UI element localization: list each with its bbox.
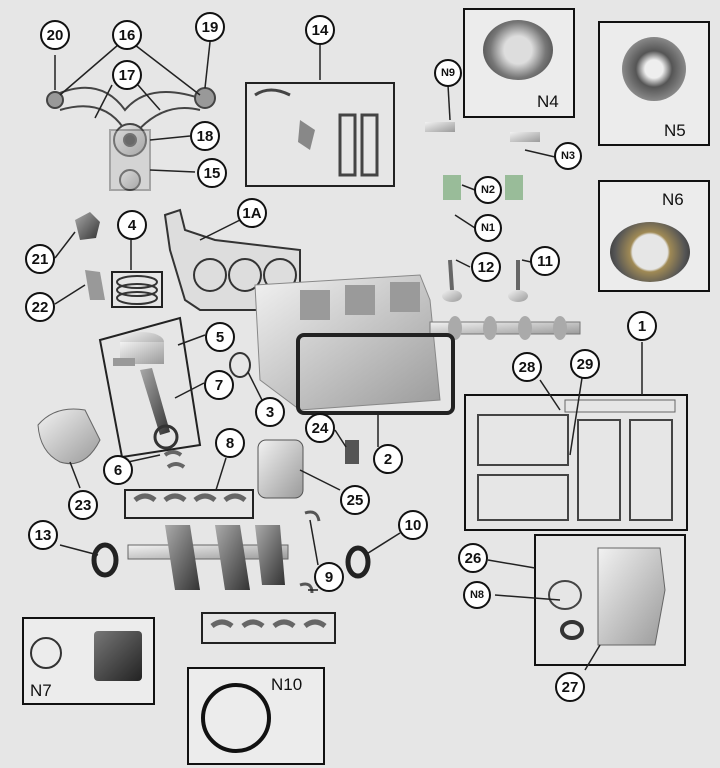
harmonic-balancer (622, 37, 686, 101)
callout-6: 6 (103, 455, 133, 485)
camshaft (429, 316, 581, 340)
panel-n7-label: N7 (30, 681, 52, 700)
callout-7: 7 (204, 370, 234, 400)
rear-main-seal (91, 542, 119, 578)
callout-n2: N2 (474, 176, 502, 204)
oil-pump (37, 408, 101, 465)
sensor (345, 440, 359, 464)
callout-1: 1 (627, 311, 657, 341)
callout-26: 26 (458, 543, 488, 573)
callout-29: 29 (570, 349, 600, 379)
thrust-washer (304, 510, 321, 522)
gasket-ring (30, 637, 62, 669)
callout-9: 9 (314, 562, 344, 592)
callout-15: 15 (197, 158, 227, 188)
oil-filter (257, 439, 304, 499)
panel-n6: N6 (598, 180, 710, 292)
bracket-part (85, 270, 105, 300)
lower-bearings (201, 612, 336, 644)
callout-10: 10 (398, 510, 428, 540)
callout-3: 3 (255, 397, 285, 427)
callout-22: 22 (25, 292, 55, 322)
valve-cover-gasket (296, 333, 455, 415)
engine-block (254, 274, 441, 411)
water-pump (94, 631, 142, 681)
thrust-washer (299, 582, 314, 594)
front-main-seal (345, 545, 371, 579)
panel-n10-label: N10 (271, 675, 303, 694)
panel-n7: N7 (22, 617, 155, 705)
panel-n5-label: N5 (664, 121, 686, 140)
callout-2: 2 (373, 444, 403, 474)
main-bearings (124, 489, 254, 519)
callout-18: 18 (190, 121, 220, 151)
panel-n4-label: N4 (537, 92, 559, 111)
callout-20: 20 (40, 20, 70, 50)
panel-n10: N10 (187, 667, 325, 765)
callout-21: 21 (25, 244, 55, 274)
callout-28: 28 (512, 352, 542, 382)
callout-11: 11 (530, 246, 560, 276)
callout-16: 16 (112, 20, 142, 50)
panel-n6-label: N6 (662, 190, 684, 209)
panel-n4: N4 (463, 8, 575, 118)
timing-chain-kit (245, 82, 395, 187)
callout-25: 25 (340, 485, 370, 515)
callout-1a: 1A (237, 198, 267, 228)
gasket-kit (464, 394, 688, 531)
callout-17: 17 (112, 60, 142, 90)
crank-sprocket (610, 222, 690, 282)
callout-4: 4 (117, 210, 147, 240)
callout-12: 12 (471, 252, 501, 282)
o-ring (201, 683, 271, 753)
callout-14: 14 (305, 15, 335, 45)
callout-27: 27 (555, 672, 585, 702)
piston-rod-box (98, 316, 202, 459)
callout-23: 23 (68, 490, 98, 520)
timing-chain-set (46, 86, 216, 191)
callout-13: 13 (28, 520, 58, 550)
leader-lines (32, 41, 643, 671)
oil-pan-kit (534, 534, 686, 666)
piston-rings (111, 271, 163, 308)
panel-n5: N5 (598, 21, 710, 146)
callout-24: 24 (305, 413, 335, 443)
callout-n8: N8 (463, 581, 491, 609)
callout-n3: N3 (554, 142, 582, 170)
crankshaft (127, 525, 289, 590)
callout-19: 19 (195, 12, 225, 42)
callout-n9: N9 (434, 59, 462, 87)
callout-n1: N1 (474, 214, 502, 242)
callout-5: 5 (205, 322, 235, 352)
valve-train (425, 122, 540, 302)
rod-bearings (163, 450, 186, 469)
callout-8: 8 (215, 428, 245, 458)
o-ring-3 (229, 352, 251, 378)
cam-sprocket (483, 20, 553, 80)
bolt-part (75, 212, 100, 240)
